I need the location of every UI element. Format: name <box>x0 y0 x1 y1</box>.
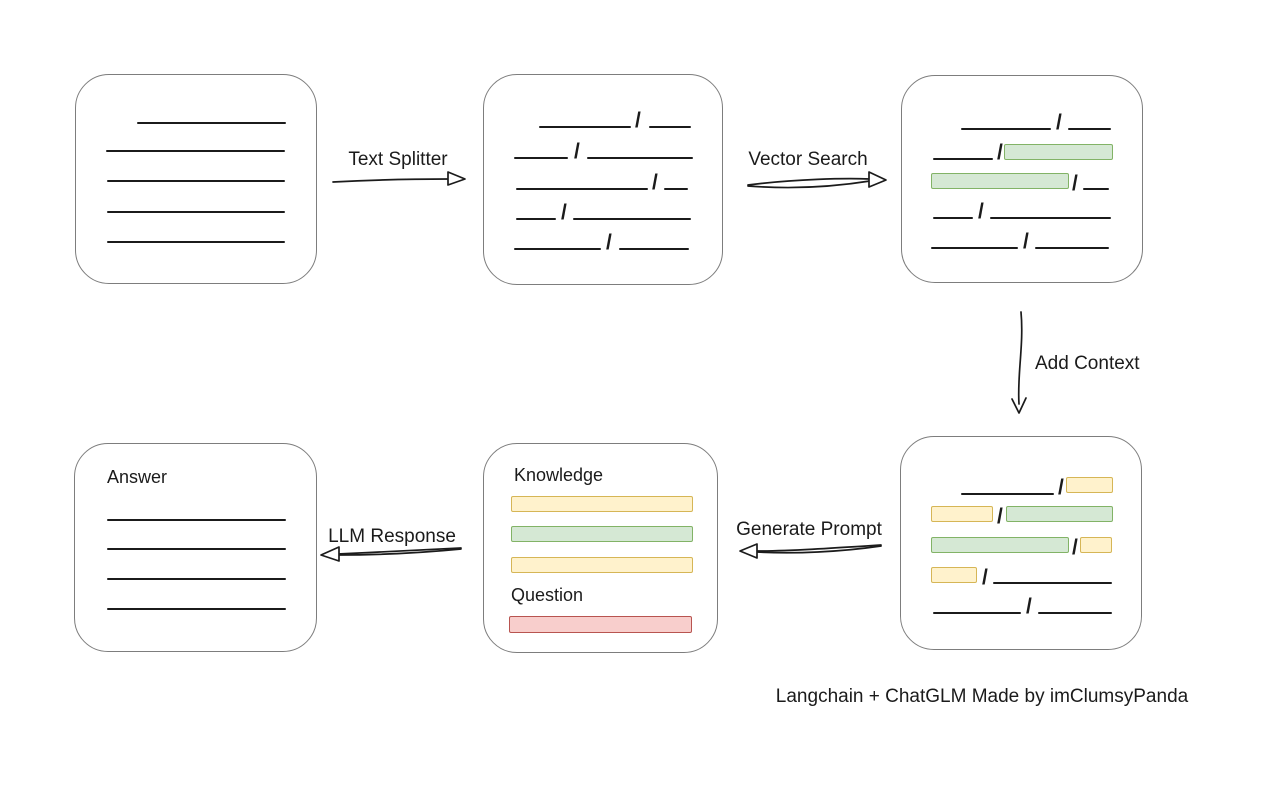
node-matched-chunks: / / / / / <box>901 75 1143 283</box>
text-line <box>137 122 286 124</box>
node-answer: Answer <box>74 443 317 652</box>
context-chunk-bar <box>931 567 977 583</box>
chunk-line <box>1038 612 1112 614</box>
chunk-separator: / <box>1072 172 1078 195</box>
chunk-separator: / <box>997 505 1003 528</box>
arrow-generate-prompt <box>739 543 882 559</box>
chunk-line <box>514 248 601 250</box>
edge-label-generate-prompt: Generate Prompt <box>736 519 882 540</box>
chunk-separator: / <box>652 171 658 194</box>
text-line <box>107 211 285 213</box>
chunk-line <box>619 248 689 250</box>
context-chunk-bar <box>1080 537 1112 553</box>
chunk-separator: / <box>1023 230 1029 253</box>
chunk-line <box>587 157 693 159</box>
chunk-separator: / <box>978 200 984 223</box>
chunk-line <box>573 218 691 220</box>
answer-label: Answer <box>107 467 168 487</box>
chunk-separator: / <box>1072 536 1078 559</box>
chunk-separator: / <box>574 140 580 163</box>
knowledge-label: Knowledge <box>514 465 604 485</box>
edge-label-llm-response: LLM Response <box>328 526 456 547</box>
text-line <box>107 608 286 610</box>
chunk-separator: / <box>1026 595 1032 618</box>
chunk-line <box>961 493 1054 495</box>
context-chunk-bar <box>931 537 1069 553</box>
chunk-line <box>990 217 1111 219</box>
chunk-line <box>961 128 1051 130</box>
edge-label-vector-search: Vector Search <box>748 149 868 170</box>
chunk-line <box>933 158 993 160</box>
chunk-separator: / <box>635 109 641 132</box>
text-line <box>107 548 286 550</box>
matched-chunk-bar <box>931 173 1069 189</box>
chunk-line <box>993 582 1112 584</box>
chunk-line <box>933 217 973 219</box>
text-line <box>106 150 285 152</box>
chunk-line <box>516 218 556 220</box>
chunk-line <box>931 247 1018 249</box>
chunk-separator: / <box>982 566 988 589</box>
node-prompt: Knowledge Question <box>483 443 718 653</box>
chunk-line <box>1035 247 1109 249</box>
knowledge-bar <box>511 526 693 542</box>
text-line <box>107 578 286 580</box>
text-line <box>107 241 285 243</box>
arrow-vector-search <box>747 171 887 189</box>
question-label: Question <box>511 585 584 605</box>
node-source-document <box>75 74 317 284</box>
text-line <box>107 519 286 521</box>
question-bar <box>509 616 692 633</box>
chunk-separator: / <box>561 201 567 224</box>
chunk-line <box>1083 188 1109 190</box>
node-context-chunks: / / / / / <box>900 436 1142 650</box>
chunk-separator: / <box>606 231 612 254</box>
knowledge-bar <box>511 557 693 573</box>
knowledge-bar <box>511 496 693 512</box>
chunk-separator: / <box>1058 476 1064 499</box>
edge-label-text-splitter: Text Splitter <box>348 149 448 170</box>
text-line <box>107 180 285 182</box>
diagram-caption: Langchain + ChatGLM Made by imClumsyPand… <box>775 686 1189 707</box>
arrow-add-context <box>1011 311 1027 414</box>
chunk-line <box>539 126 631 128</box>
chunk-line <box>516 188 648 190</box>
arrow-llm-response <box>320 546 462 562</box>
context-chunk-bar <box>1066 477 1113 493</box>
arrow-text-splitter <box>332 171 466 186</box>
node-split-chunks: / / / / / <box>483 74 723 285</box>
chunk-line <box>933 612 1021 614</box>
chunk-line <box>664 188 688 190</box>
context-chunk-bar <box>1006 506 1113 522</box>
edge-label-add-context: Add Context <box>1035 353 1140 374</box>
chunk-separator: / <box>997 141 1003 164</box>
chunk-separator: / <box>1056 111 1062 134</box>
chunk-line <box>514 157 568 159</box>
chunk-line <box>649 126 691 128</box>
matched-chunk-bar <box>1004 144 1113 160</box>
chunk-line <box>1068 128 1111 130</box>
context-chunk-bar <box>931 506 993 522</box>
